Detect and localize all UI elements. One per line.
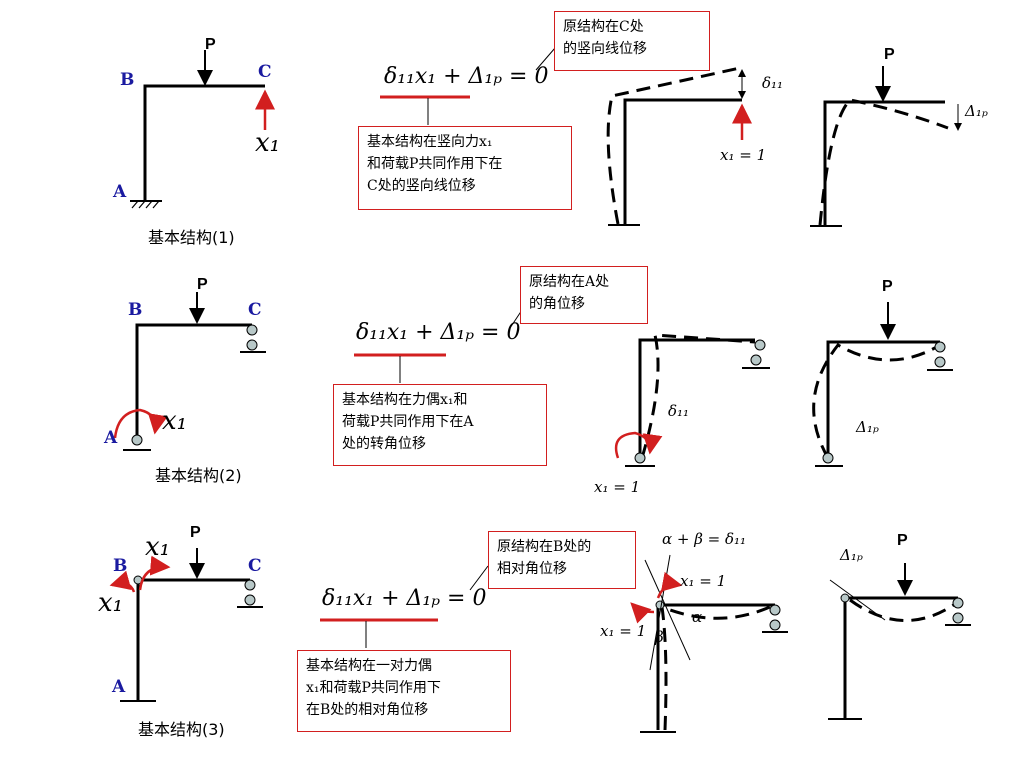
row3-caption: 基本结构(3)	[138, 720, 225, 739]
row2-label-a: A	[104, 428, 118, 448]
row3-basic-structure	[109, 548, 263, 702]
row2-fig2-unit: x₁ = 1	[594, 478, 641, 496]
row3-fig2-unit-top: x₁ = 1	[680, 572, 727, 590]
row2-load-label: P	[197, 276, 208, 293]
row3-fig2-alpha: α	[692, 608, 703, 626]
row1-fig3-load-deformation	[810, 66, 962, 227]
row2-equation: δ₁₁x₁ + Δ₁ₚ = 0	[356, 320, 521, 345]
row1-caption: 基本结构(1)	[148, 228, 235, 247]
row2-note-top: 原结构在A处 的角位移	[520, 266, 648, 324]
row1-x1-label: x₁	[255, 128, 281, 158]
row3-note-bottom: 基本结构在一对力偶 x₁和荷载P共同作用下 在B处的相对角位移	[297, 650, 511, 732]
row1-note-top: 原结构在C处 的竖向线位移	[554, 11, 710, 71]
row2-basic-structure	[113, 292, 266, 451]
row1-fig2-unit-deformation	[606, 66, 752, 226]
row1-note-bottom: 基本结构在竖向力x₁ 和荷载P共同作用下在 C处的竖向线位移	[358, 126, 572, 210]
row3-label-b: B	[113, 556, 128, 576]
row3-fig3-load: P	[897, 532, 908, 549]
row3-x1-left-label: x₁	[98, 588, 124, 618]
row1-fig2-unit: x₁ = 1	[720, 146, 767, 164]
row1-label-a: A	[113, 182, 127, 202]
row2-note-bottom: 基本结构在力偶x₁和 荷载P共同作用下在A 处的转角位移	[333, 384, 547, 466]
row3-fig2-sum: α + β = δ₁₁	[662, 530, 747, 548]
row3-note-top: 原结构在B处的 相对角位移	[488, 531, 636, 589]
row1-fig3-delta: Δ₁ₚ	[965, 102, 988, 120]
row3-fig2-beta: β	[655, 628, 664, 646]
row3-fig3-delta: Δ₁ₚ	[840, 546, 863, 564]
row1-fig3-load: P	[884, 46, 895, 63]
row1-load-label: P	[205, 36, 216, 53]
row3-x1-top-label: x₁	[145, 532, 171, 562]
row2-label-c: C	[248, 300, 262, 320]
row3-fig2-unit-deformation	[630, 554, 788, 733]
row2-label-b: B	[128, 300, 143, 320]
row1-equation: δ₁₁x₁ + Δ₁ₚ = 0	[384, 64, 549, 89]
row1-fig2-delta: δ₁₁	[762, 74, 784, 92]
row3-equation: δ₁₁x₁ + Δ₁ₚ = 0	[322, 586, 487, 611]
row2-fig3-load: P	[882, 278, 893, 295]
row1-label-b: B	[120, 70, 135, 90]
row3-load-label: P	[190, 524, 201, 541]
row2-fig2-unit-deformation	[614, 333, 770, 467]
row2-fig3-load-deformation	[812, 302, 953, 467]
row3-fig2-unit-left: x₁ = 1	[600, 622, 647, 640]
row2-caption: 基本结构(2)	[155, 466, 242, 485]
row3-label-c: C	[248, 556, 262, 576]
row3-label-a: A	[112, 677, 126, 697]
row3-fig3-load-deformation	[828, 563, 971, 720]
row1-basic-structure	[130, 50, 275, 209]
row2-fig2-delta: δ₁₁	[668, 402, 690, 420]
row2-fig3-delta: Δ₁ₚ	[856, 418, 879, 436]
row2-x1-label: x₁	[162, 406, 188, 436]
row1-label-c: C	[258, 62, 272, 82]
